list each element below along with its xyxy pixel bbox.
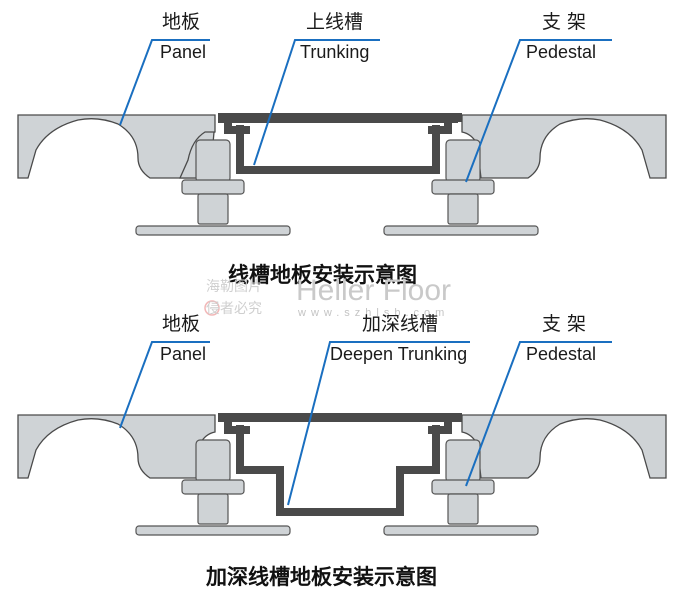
leader-panel-2 [119, 341, 210, 429]
deepen-trunking [224, 419, 452, 516]
caption-1: 线槽地板安装示意图 [228, 263, 417, 287]
watermark: 海勒图片 侵者必究 Heller Floor www.szhlsb.com [204, 274, 451, 319]
pedestal-left [135, 139, 291, 236]
label-pedestal-en-2: Pedestal [526, 344, 596, 364]
diagram-2: 地板 Panel 加深线槽 Deepen Trunking 支 架 Pedest… [17, 313, 667, 589]
watermark-url: www.szhlsb.com [297, 307, 449, 319]
panel-left-2 [17, 414, 216, 479]
caption-2: 加深线槽地板安装示意图 [205, 565, 437, 589]
diagram-1: 地板 Panel 上线槽 Trunking 支 架 Pedestal 线槽地板安… [17, 11, 667, 287]
label-trunking-en-2: Deepen Trunking [330, 344, 467, 364]
leader-pedestal-2 [465, 341, 612, 487]
watermark-cn-2: 侵者必究 [206, 300, 262, 317]
label-panel-en-2: Panel [160, 344, 206, 364]
label-pedestal-cn-2: 支 架 [542, 313, 586, 335]
trunking-top-bar-2 [218, 413, 462, 422]
leader-panel [119, 39, 210, 126]
watermark-x-icon [204, 300, 220, 316]
label-panel-en: Panel [160, 42, 206, 62]
leader-pedestal [465, 39, 612, 183]
label-panel-cn: 地板 [162, 11, 200, 33]
pedestal-left-2 [135, 439, 291, 536]
label-trunking-en: Trunking [300, 42, 369, 62]
label-pedestal-cn: 支 架 [542, 11, 586, 33]
panel-right [461, 114, 667, 179]
leader-trunking-2 [287, 341, 470, 506]
watermark-brand: Heller Floor [296, 274, 451, 307]
watermark-cn-1: 海勒图片 [206, 279, 262, 295]
panel-right-2 [461, 414, 667, 479]
trunking-top-bar [218, 113, 462, 122]
pedestal-right [383, 139, 539, 236]
label-trunking-cn-2: 加深线槽 [362, 313, 438, 335]
label-trunking-cn: 上线槽 [306, 11, 363, 33]
label-pedestal-en: Pedestal [526, 42, 596, 62]
label-panel-cn-2: 地板 [162, 313, 200, 335]
leader-trunking [253, 39, 380, 166]
